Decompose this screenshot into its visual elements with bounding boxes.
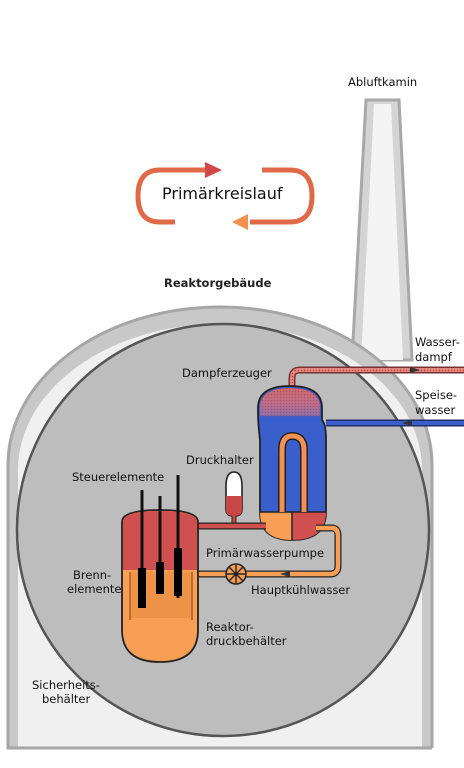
label-brennelemente-2: elemente xyxy=(67,582,122,596)
label-wasserdampf-1: Wasser- xyxy=(415,335,460,349)
label-reaktordruckbehaelter-1: Reaktor- xyxy=(206,620,254,634)
label-reaktorgebaeude: Reaktorgebäude xyxy=(164,276,272,290)
control-rods xyxy=(138,475,182,608)
label-druckhalter: Druckhalter xyxy=(186,453,254,467)
primary-pump xyxy=(225,563,247,585)
label-steuerelemente: Steuerelemente xyxy=(72,470,164,484)
label-speisewasser-1: Speise- xyxy=(415,388,457,402)
label-primaerwasserpumpe: Primärwasserpumpe xyxy=(206,546,324,560)
label-abluftkamin: Abluftkamin xyxy=(348,75,417,89)
label-primaerkreislauf: Primärkreislauf xyxy=(162,184,283,203)
label-brennelemente-1: Brenn- xyxy=(73,568,111,582)
label-speisewasser-2: wasser xyxy=(415,403,456,417)
label-sicherheitsbehaelter-1: Sicherheits- xyxy=(32,678,100,692)
label-dampferzeuger: Dampferzeuger xyxy=(182,366,272,380)
steam-generator xyxy=(257,385,327,541)
label-sicherheitsbehaelter-2: behälter xyxy=(42,692,90,706)
containment-vessel xyxy=(15,322,431,738)
label-wasserdampf-2: dampf xyxy=(415,350,453,364)
label-reaktordruckbehaelter-2: druckbehälter xyxy=(206,634,287,648)
label-hauptkuehlwasser: Hauptkühlwasser xyxy=(251,583,350,597)
reactor-pressure-vessel xyxy=(121,475,199,663)
primary-loop-indicator xyxy=(135,162,315,230)
